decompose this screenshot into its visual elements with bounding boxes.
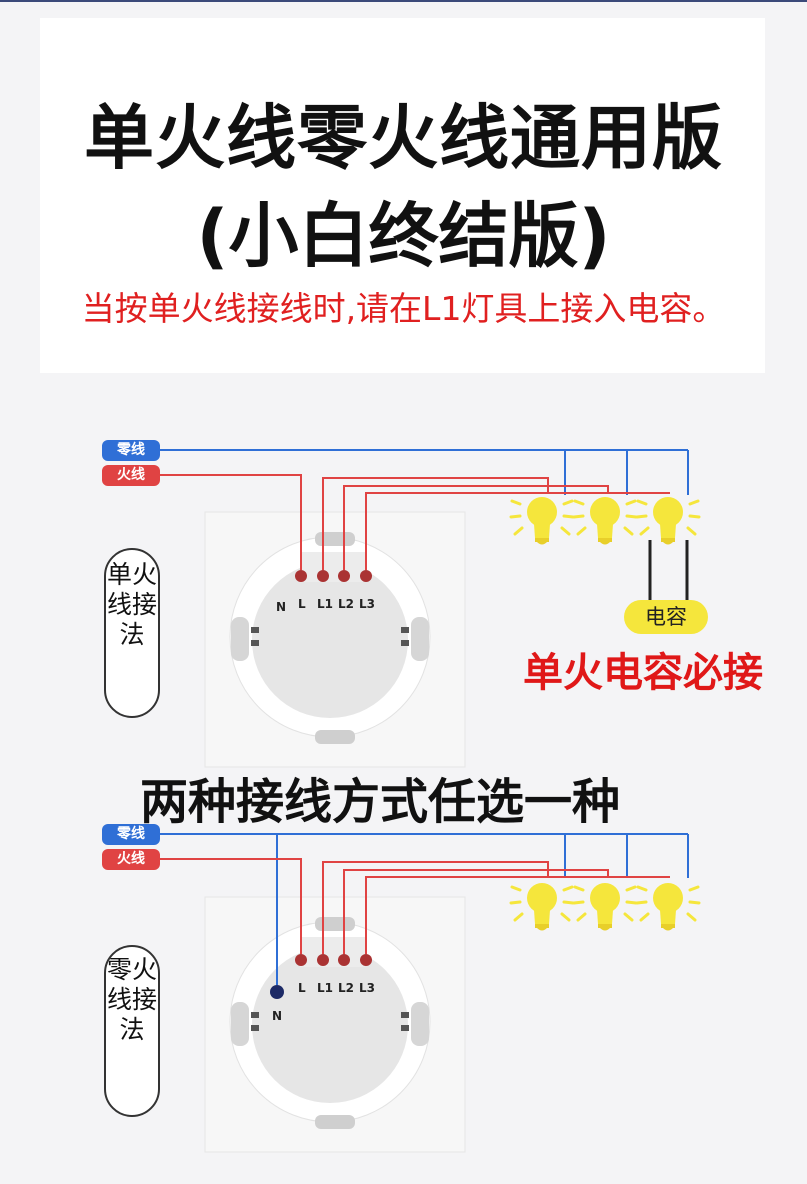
light-bulb-icon (572, 881, 638, 932)
terminal-l3-label: L3 (359, 981, 375, 995)
terminal-l1-label: L1 (317, 597, 333, 611)
capacitor-required-note: 单火电容必接 (523, 650, 763, 696)
live-wires-1 (160, 474, 670, 570)
terminal-n-label: N (276, 600, 287, 614)
light-bulb-icon (635, 881, 701, 932)
page-title-line1: 单火线零火线通用版 (84, 97, 723, 179)
capacitor-wires (648, 540, 689, 605)
terminal-screws-1 (295, 570, 372, 582)
capacitor-icon: 电容 (624, 600, 708, 634)
terminal-l-label: L (298, 597, 306, 611)
terminal-l1-label: L1 (317, 981, 333, 995)
terminal-l-label: L (298, 981, 306, 995)
page-title-line2: (小白终结版) (196, 195, 611, 277)
neutral-wire-label: 零线 (102, 440, 160, 461)
terminal-l2-label: L2 (338, 981, 354, 995)
live-wires-2 (160, 858, 670, 954)
neutral-wires-1 (160, 449, 689, 495)
live-wire-label: 火线 (102, 465, 160, 486)
header-panel (40, 18, 765, 373)
live-neutral-method-label: 零火线接法 (104, 945, 160, 1117)
terminal-l2-label: L2 (338, 597, 354, 611)
neutral-wire-label: 零线 (102, 824, 160, 845)
light-bulb-icon (509, 495, 575, 546)
light-bulb-icon (635, 495, 701, 546)
capacitor-instruction: 当按单火线接线时,请在L1灯具上接入电容。 (81, 289, 726, 328)
choose-one-title: 两种接线方式任选一种 (139, 774, 620, 830)
light-bulb-icon (572, 495, 638, 546)
live-wire-label: 火线 (102, 849, 160, 870)
terminal-l3-label: L3 (359, 597, 375, 611)
terminal-screws-2 (270, 954, 372, 999)
top-border (0, 0, 807, 2)
terminal-n-label: N (272, 1009, 283, 1023)
single-live-method-label: 单火线接法 (104, 548, 160, 718)
light-bulb-icon (509, 881, 575, 932)
